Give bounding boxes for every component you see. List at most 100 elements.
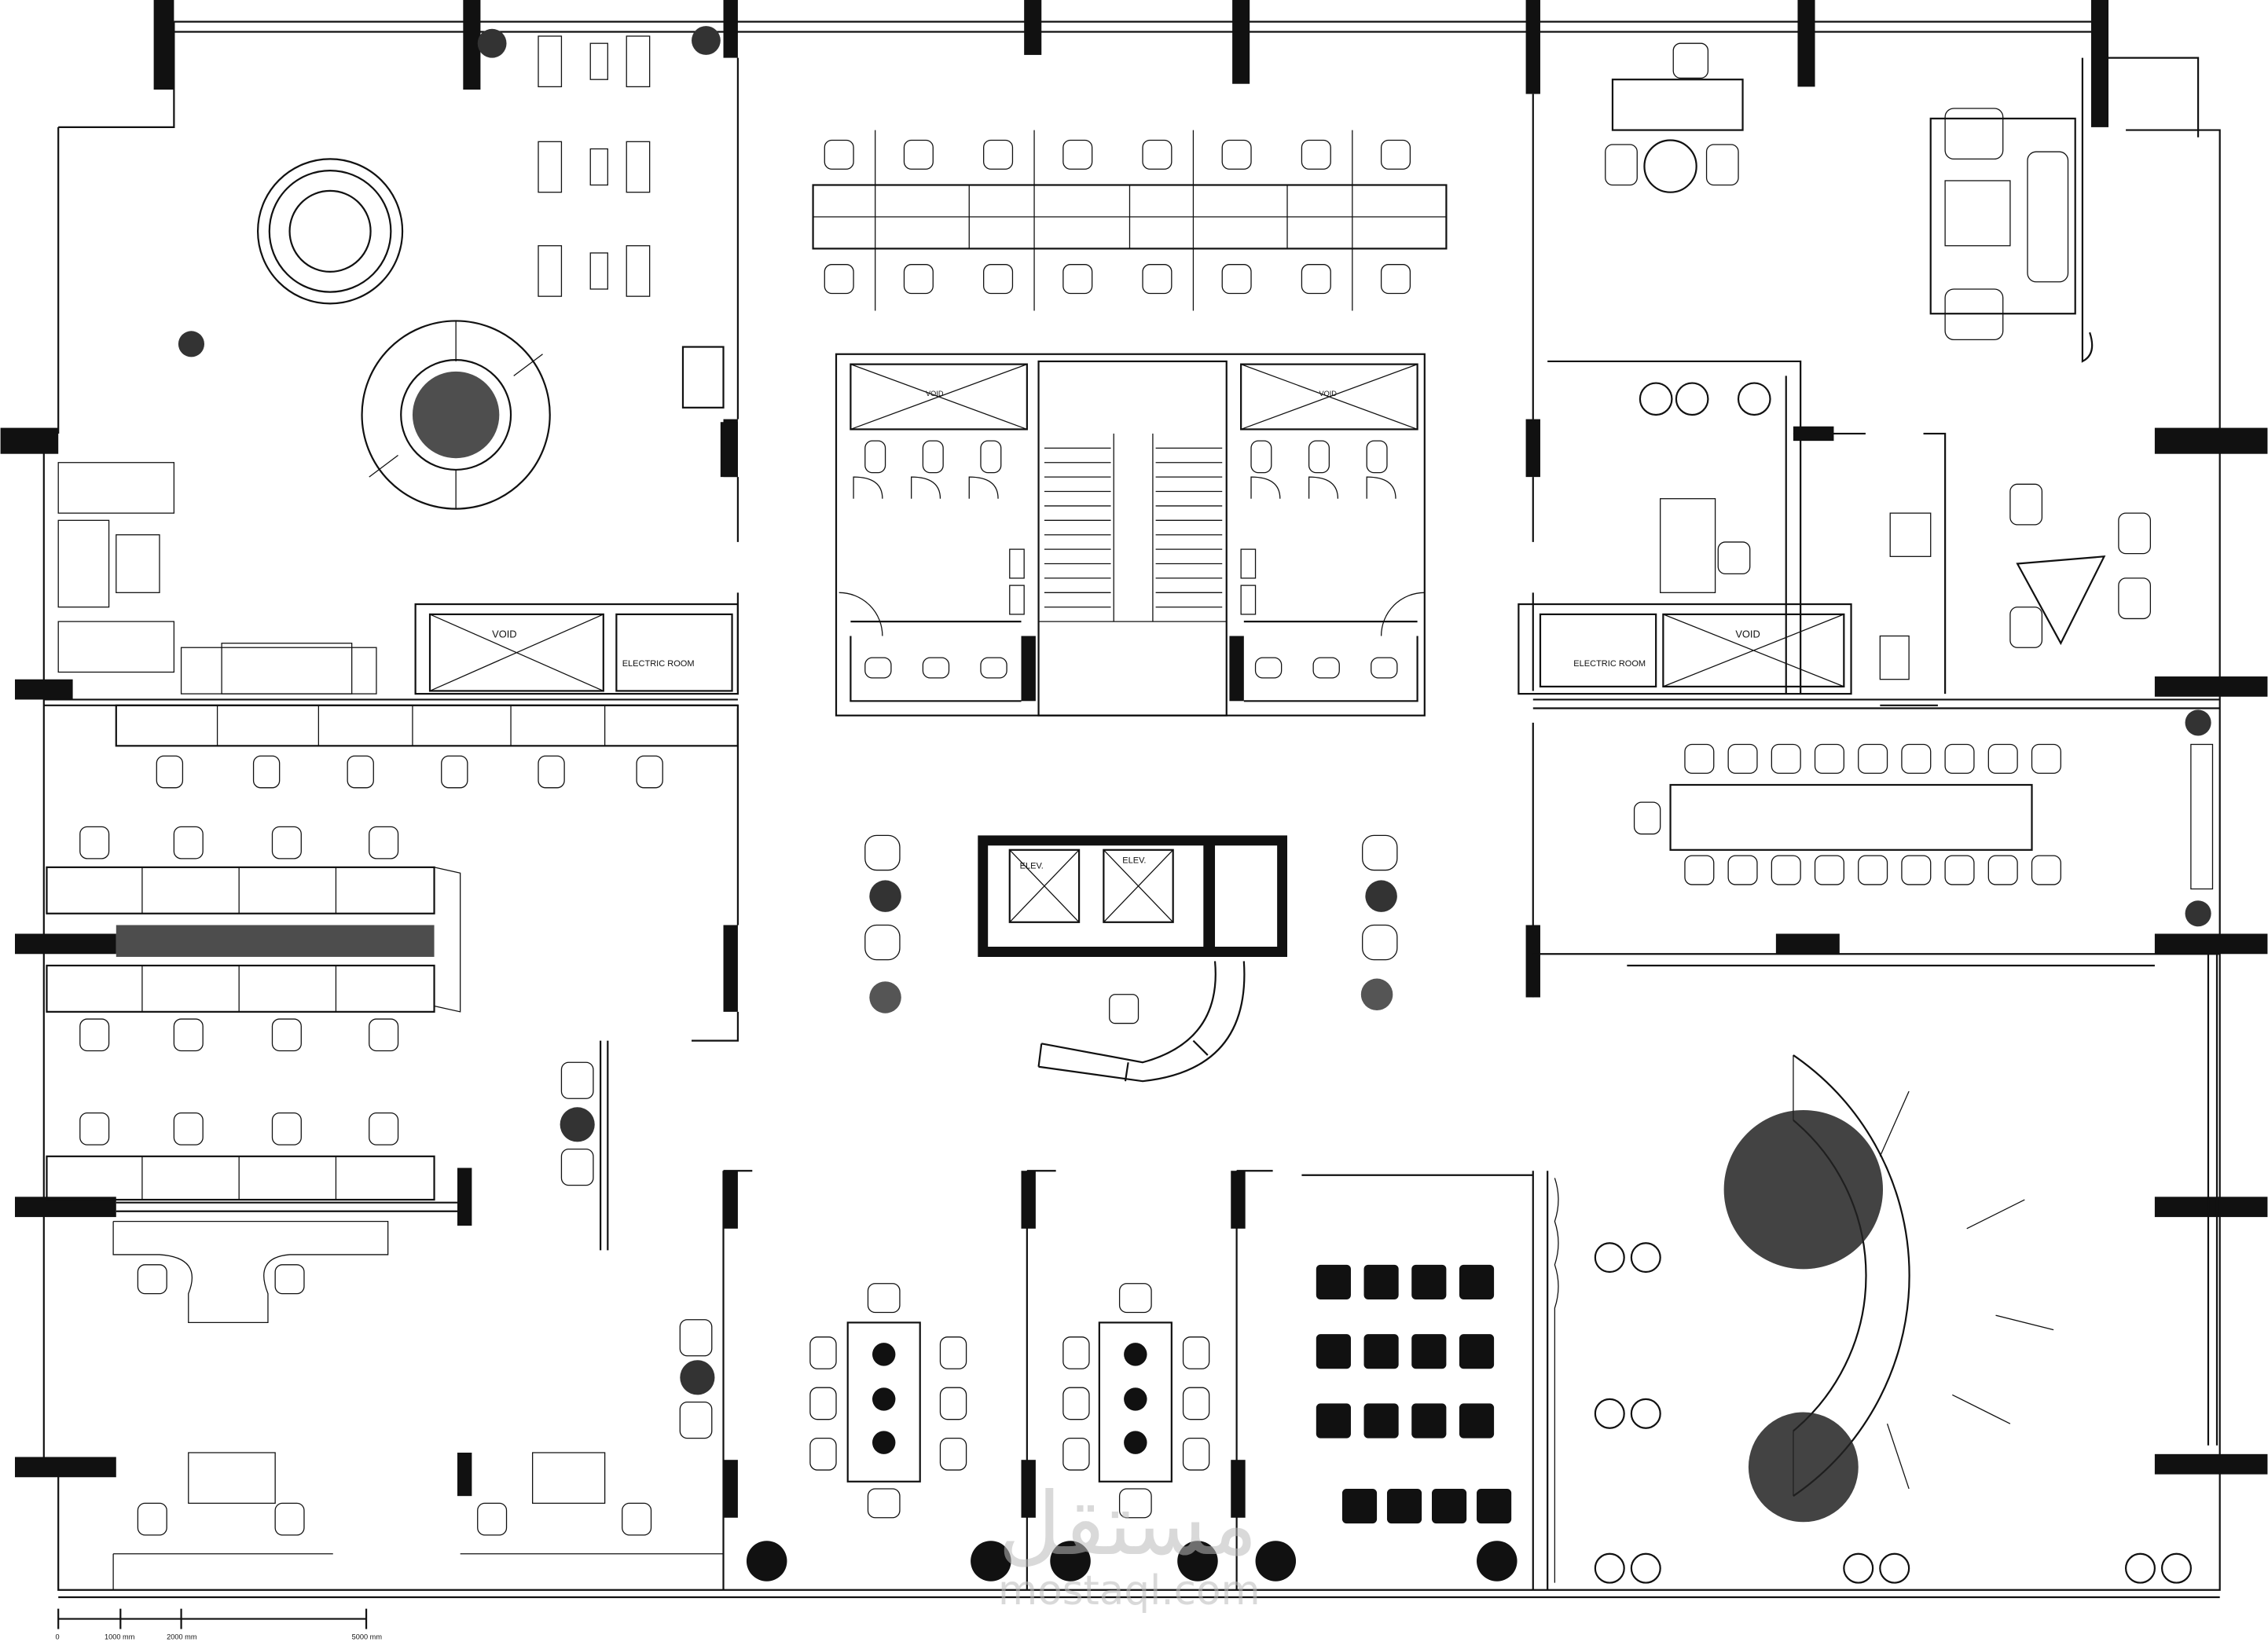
chair-icon xyxy=(1771,743,1801,774)
chair-icon xyxy=(824,139,854,170)
chair-icon xyxy=(79,1112,110,1145)
chair-icon xyxy=(1062,1437,1090,1471)
plant-icon xyxy=(692,26,721,55)
void-label: VOID xyxy=(492,628,516,640)
chair-icon xyxy=(1301,264,1331,295)
seat-icon xyxy=(1411,1334,1447,1369)
chair-icon xyxy=(173,826,204,859)
void-electric-left: VOID ELECTRIC ROOM xyxy=(414,603,739,695)
chair-icon xyxy=(903,264,934,295)
plant-icon xyxy=(1177,1541,1218,1582)
open-office-left xyxy=(46,704,739,1590)
seat-icon xyxy=(1459,1403,1495,1439)
chair-icon xyxy=(369,826,399,859)
toilet-icon xyxy=(864,440,886,474)
watermark-latin: mostaql.com xyxy=(998,1567,1261,1615)
plant-icon xyxy=(2185,900,2211,927)
chair-icon xyxy=(1633,801,1661,835)
plant-icon xyxy=(1050,1541,1091,1582)
chair-icon xyxy=(1142,139,1173,170)
chair-icon xyxy=(477,1502,508,1536)
seat-icon xyxy=(1316,1264,1351,1299)
electric-room-label: ELECTRIC ROOM xyxy=(622,659,695,669)
chair-icon xyxy=(271,826,302,859)
chair-icon xyxy=(867,1488,901,1519)
seat-icon xyxy=(1459,1334,1495,1369)
chair-icon xyxy=(2031,855,2061,885)
chair-icon xyxy=(369,1112,399,1145)
chair-icon xyxy=(274,1502,305,1536)
plant-icon xyxy=(1477,1541,1518,1582)
chair-icon xyxy=(1062,264,1093,295)
chair-icon xyxy=(1221,139,1252,170)
elevator-core: ELEV. ELEV. xyxy=(978,835,1288,1083)
chair-icon xyxy=(347,755,374,789)
chair-icon xyxy=(1684,855,1715,885)
chair-icon xyxy=(2031,743,2061,774)
tree-icon xyxy=(1748,1412,1859,1523)
chair-icon xyxy=(1118,1488,1152,1519)
void-label: VOID xyxy=(1735,628,1760,640)
chair-icon xyxy=(173,1018,204,1052)
seat-icon xyxy=(1316,1334,1351,1369)
plant-icon xyxy=(1255,1541,1297,1582)
chair-icon xyxy=(939,1387,967,1420)
training-room xyxy=(1316,1264,1512,1524)
sink-icon xyxy=(1312,657,1340,679)
lobby xyxy=(864,834,1398,1013)
chair-icon xyxy=(1814,855,1844,885)
watermark: مستقل mostaql.com xyxy=(998,1475,1261,1615)
void-electric-right: VOID ELECTRIC ROOM xyxy=(1518,603,1852,695)
seat-icon xyxy=(1431,1488,1467,1524)
seat-icon xyxy=(1363,1334,1399,1369)
toilet-icon xyxy=(1308,440,1330,474)
chair-icon xyxy=(271,1112,302,1145)
chair-icon xyxy=(983,139,1014,170)
plant-icon xyxy=(412,371,500,459)
void-toilet-right xyxy=(1240,363,1418,431)
chair-icon xyxy=(173,1112,204,1145)
seat-icon xyxy=(1341,1488,1378,1524)
toilet-icon xyxy=(1250,440,1272,474)
chair-icon xyxy=(79,1018,110,1052)
toilet-icon xyxy=(922,440,944,474)
chair-icon xyxy=(1944,855,1975,885)
plant-icon xyxy=(971,1541,1011,1582)
chair-icon xyxy=(1727,743,1758,774)
outer-walls xyxy=(0,0,2268,1599)
chair-icon xyxy=(441,755,468,789)
chair-icon xyxy=(1727,855,1758,885)
void-toilet-left xyxy=(850,363,1028,431)
chair-icon xyxy=(538,755,565,789)
lounge-top-left xyxy=(57,35,738,695)
chair-icon xyxy=(1182,1387,1210,1420)
seat-icon xyxy=(1477,1488,1512,1524)
scale-tick: 1000 mm xyxy=(105,1633,135,1640)
chair-icon xyxy=(1142,264,1173,295)
toilet-icon xyxy=(1366,440,1388,474)
scale-tick: 5000 mm xyxy=(352,1633,383,1640)
chair-icon xyxy=(1901,855,1932,885)
scale-bar: 0 1000 mm 2000 mm 5000 mm xyxy=(56,1608,383,1640)
chair-icon xyxy=(1301,139,1331,170)
chair-icon xyxy=(939,1336,967,1369)
plant-icon xyxy=(680,1360,715,1395)
chair-icon xyxy=(1684,743,1715,774)
conference-room xyxy=(1633,743,2214,890)
chair-icon xyxy=(1221,264,1252,295)
void-label: VOID xyxy=(1319,390,1337,398)
chair-icon xyxy=(1062,1336,1090,1369)
chair-icon xyxy=(1987,743,2018,774)
chair-icon xyxy=(79,826,110,859)
sink-icon xyxy=(980,657,1007,679)
reception-chair xyxy=(1109,994,1140,1024)
chair-icon xyxy=(1118,1283,1152,1314)
plant-icon xyxy=(746,1541,787,1582)
void-label: VOID xyxy=(926,390,944,398)
chair-icon xyxy=(1062,1387,1090,1420)
chair-icon xyxy=(1858,743,1888,774)
chair-icon xyxy=(156,755,184,789)
chair-icon xyxy=(809,1336,837,1369)
chair-icon xyxy=(1182,1437,1210,1471)
